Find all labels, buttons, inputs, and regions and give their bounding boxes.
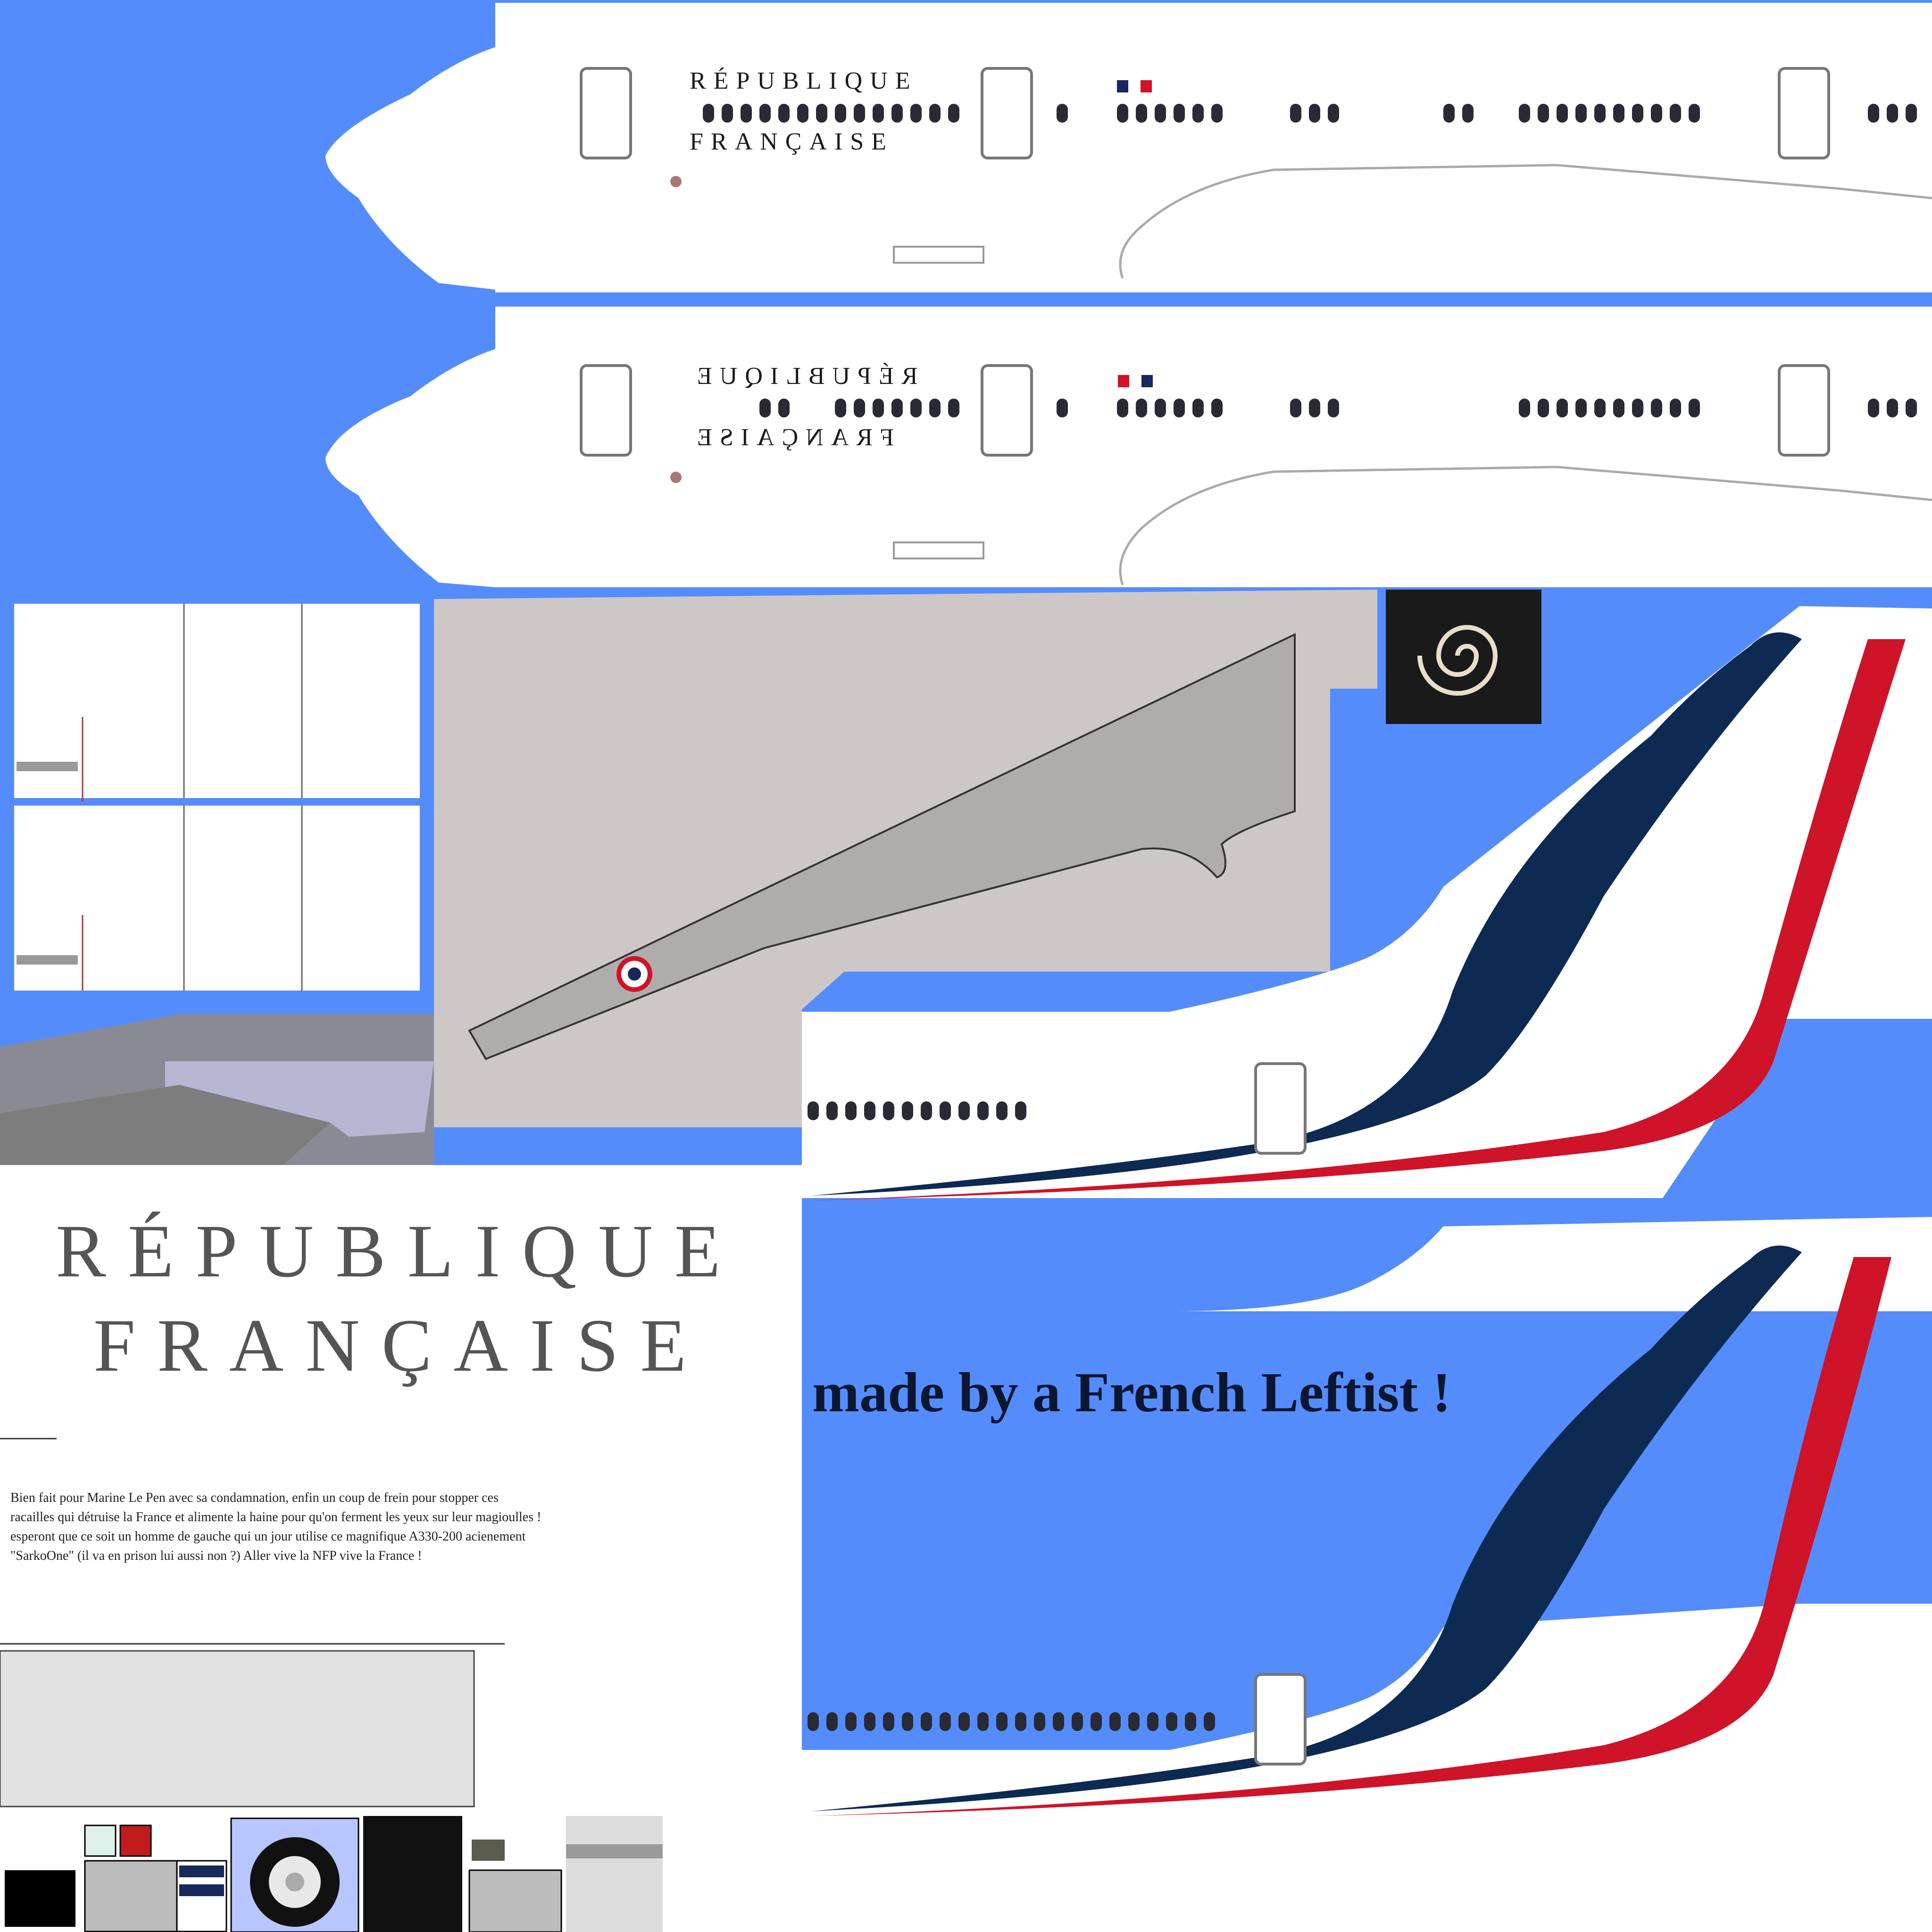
fuselage-title-line2: FRANÇAISE [690, 128, 894, 155]
tail-lower [802, 1217, 1932, 1932]
fuselage-upper [325, 0, 1932, 292]
credit-text: made by a French Leftist ! [812, 1361, 1451, 1424]
wheel-icon [250, 1837, 340, 1927]
author-note: Bien fait pour Marine Le Pen avec sa con… [10, 1491, 541, 1563]
flag-icon [1117, 80, 1153, 387]
large-title-line2: FRANÇAISE [93, 1303, 708, 1387]
roundel-icon [616, 956, 652, 992]
fuselage-title-line1: RÉPUBLIQUE [690, 67, 918, 94]
wing-panel [434, 590, 1377, 1127]
grey-panels [0, 1014, 434, 1165]
tail-upper [802, 606, 1932, 1200]
fuselage-mirrored [325, 307, 1932, 587]
grey-placard [0, 1650, 475, 1807]
fuselage-mirrored-line1: RÉPUBLIQUE [690, 363, 918, 390]
fuselage-mirrored-line2: FRANÇAISE [690, 424, 894, 451]
spiral-logo-icon [1386, 590, 1541, 724]
large-title-line1: RÉPUBLIQUE [56, 1209, 742, 1293]
door-panels [14, 604, 420, 991]
